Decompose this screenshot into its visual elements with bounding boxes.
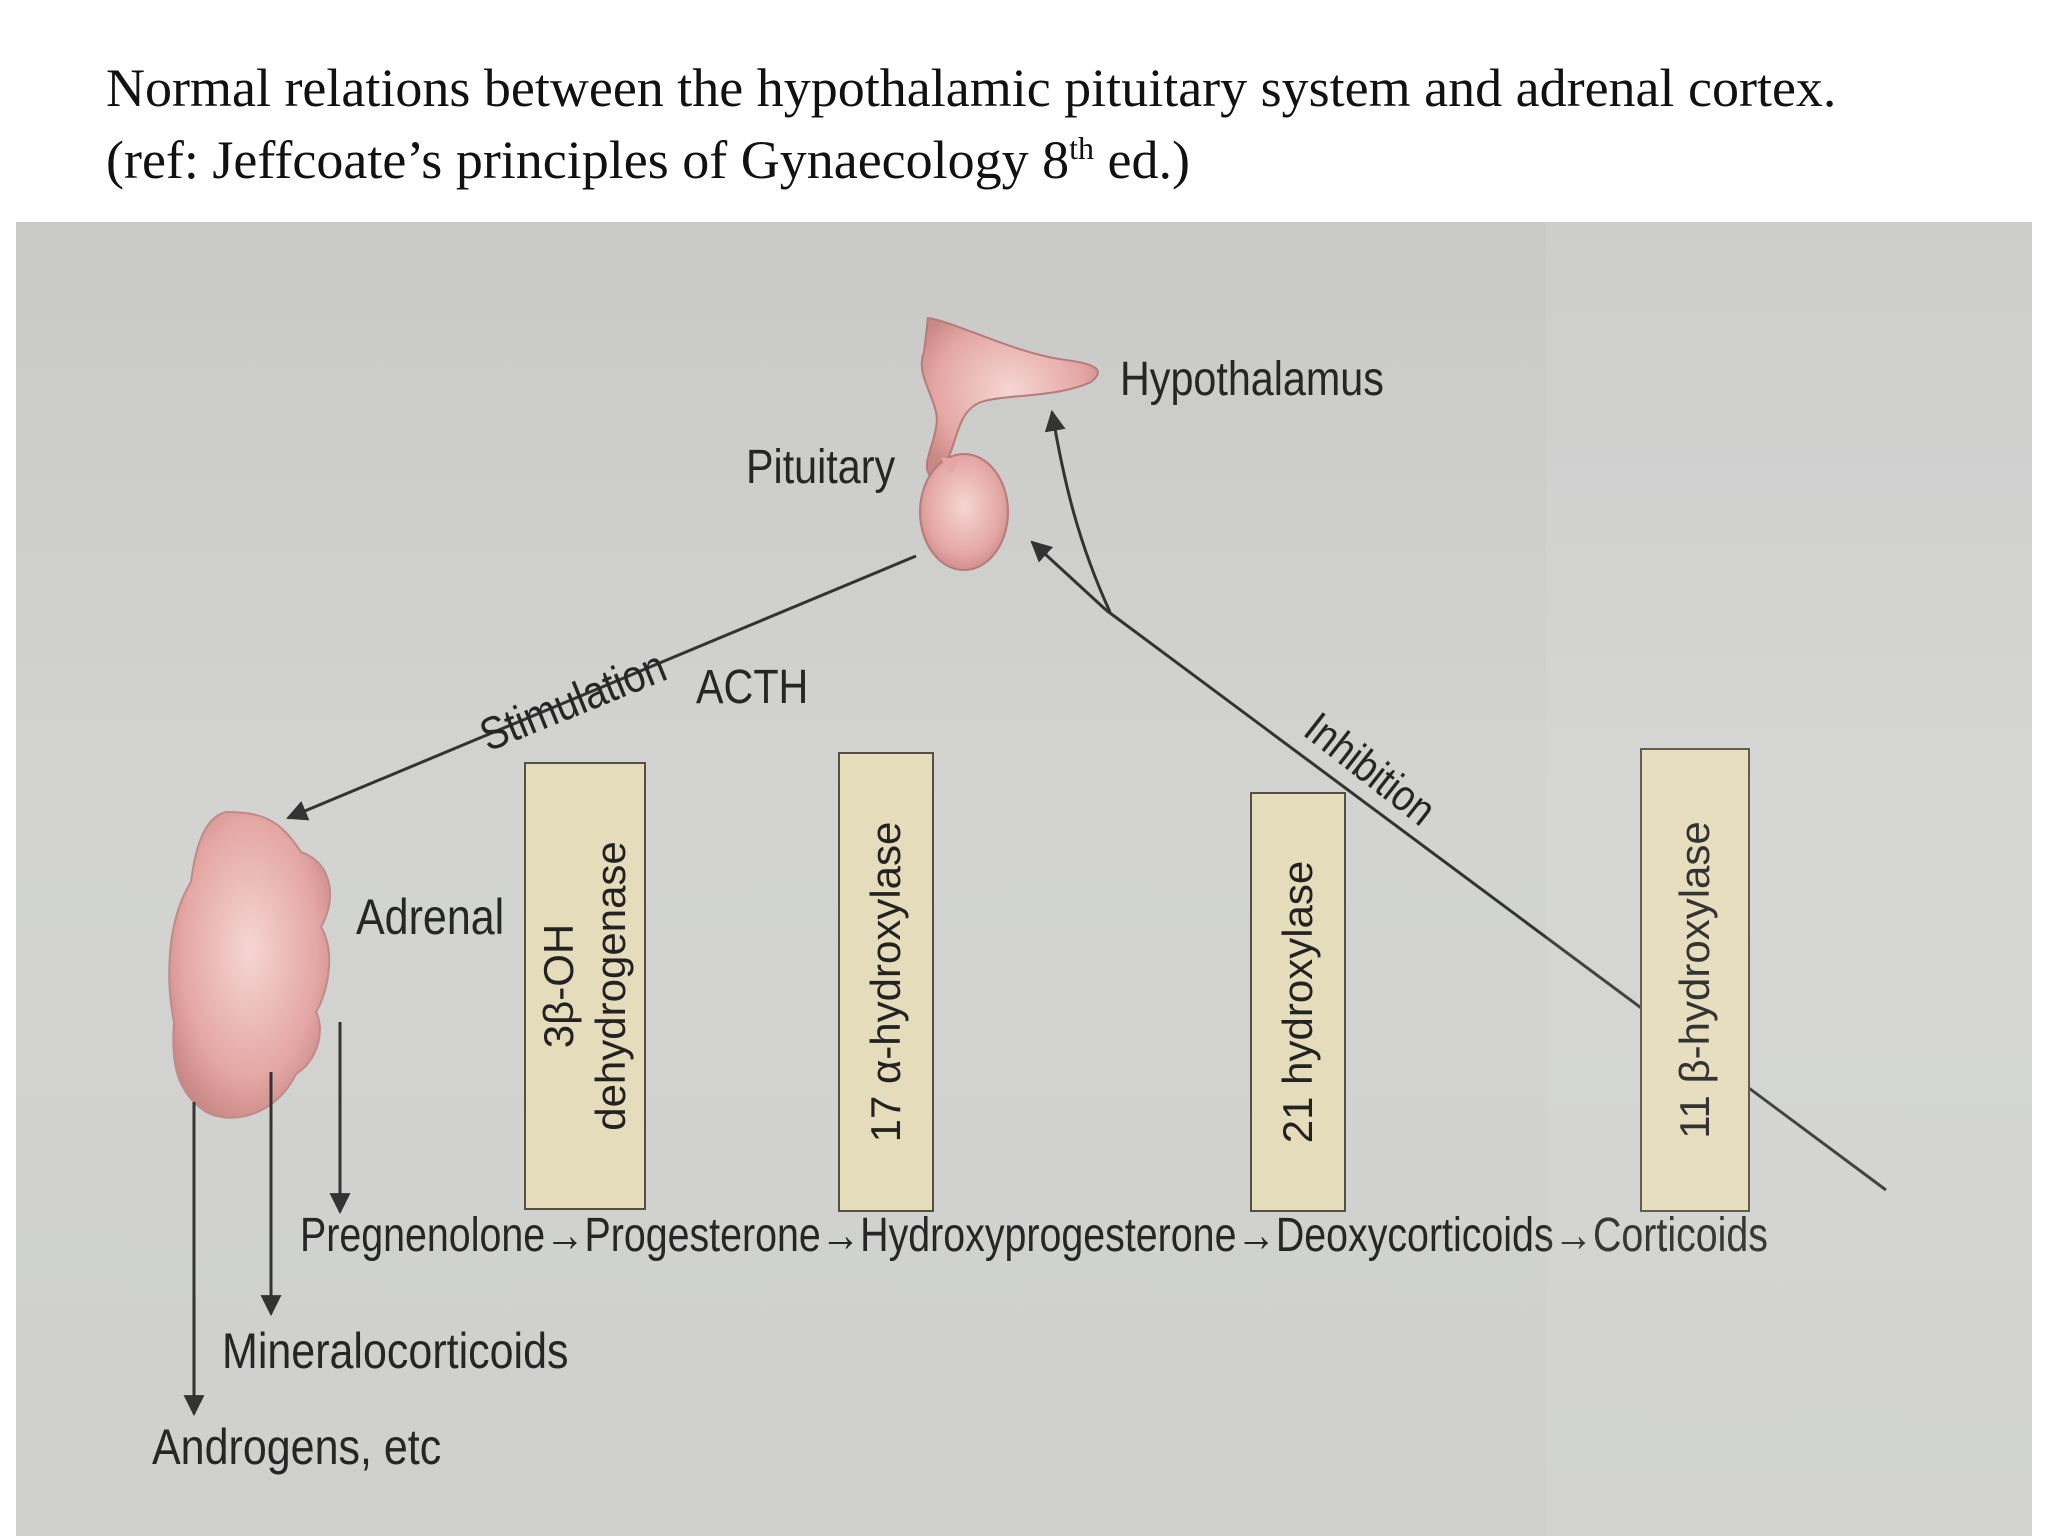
enzyme-label: 17 α-hydroxylase	[860, 822, 912, 1143]
androgens-label: Androgens, etc	[152, 1419, 442, 1475]
caption-line-2: (ref: Jeffcoate’s principles of Gynaecol…	[106, 124, 2006, 196]
figure-caption: Normal relations between the hypothalami…	[106, 52, 2006, 196]
caption-ref-end: ed.)	[1094, 130, 1190, 190]
hypothalamus-label: Hypothalamus	[1120, 353, 1384, 406]
acth-label: ACTH	[696, 661, 809, 714]
inhibition-arrow-pituitary	[1030, 540, 1108, 612]
enzyme-box-3b-oh-dehydrogenase: 3β-OH dehydrogenase	[524, 762, 646, 1210]
diagram-photo: Hypothalamus Pituitary Stimulation ACTH …	[16, 222, 2032, 1536]
enzyme-box-17-alpha-hydroxylase: 17 α-hydroxylase	[838, 752, 934, 1212]
caption-ref: (ref: Jeffcoate’s principles of Gynaecol…	[106, 130, 1070, 190]
enzyme-label-line: 17 α-hydroxylase	[862, 821, 909, 1143]
enzyme-label-line: 3β-OH	[535, 923, 582, 1049]
enzyme-label-line: 11 β-hydroxylase	[1671, 821, 1718, 1139]
caption-line-1: Normal relations between the hypothalami…	[106, 58, 1837, 118]
enzyme-label: 21 hydroxylase	[1272, 861, 1324, 1144]
enzyme-label-line: 21 hydroxylase	[1274, 860, 1321, 1144]
inhibition-line	[1105, 608, 1887, 1192]
caption-superscript: th	[1069, 130, 1095, 166]
stimulation-arrow	[286, 554, 917, 821]
mineralocorticoids-label: Mineralocorticoids	[222, 1323, 569, 1379]
enzyme-label: 11 β-hydroxylase	[1669, 821, 1721, 1139]
enzyme-label: 3β-OH dehydrogenase	[533, 841, 637, 1131]
enzyme-box-11-beta-hydroxylase: 11 β-hydroxylase	[1640, 748, 1750, 1212]
pathway-label: Pregnenolone→Progesterone→Hydroxyprogest…	[300, 1209, 1768, 1262]
diagram-drawing	[168, 316, 1887, 1417]
hypothalamus-shape	[920, 316, 1099, 481]
pituitary-shape	[919, 453, 1009, 571]
pituitary-stalk	[941, 458, 958, 473]
adrenal-label: Adrenal	[356, 889, 505, 945]
inhibition-arrow-hypothalamus	[1044, 409, 1112, 613]
adrenal-shape	[168, 810, 332, 1119]
enzyme-label-line: dehydrogenase	[587, 841, 634, 1131]
pituitary-label: Pituitary	[746, 441, 896, 494]
enzyme-box-21-hydroxylase: 21 hydroxylase	[1250, 792, 1346, 1212]
